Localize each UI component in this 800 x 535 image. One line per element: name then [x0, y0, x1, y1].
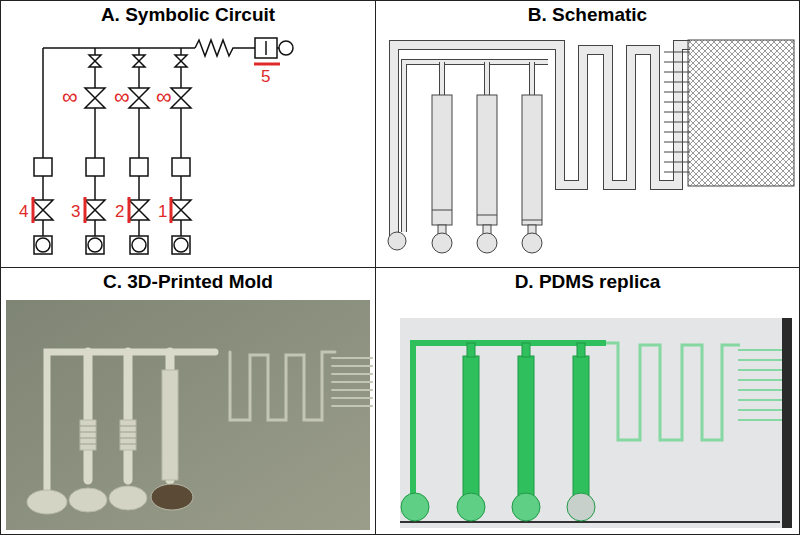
circuit-symbol: [171, 200, 191, 210]
circuit-symbol: [89, 61, 101, 67]
circuit-symbol: [174, 238, 188, 252]
circuit-symbol: [85, 98, 105, 108]
callout-number: 2: [115, 203, 124, 220]
circuit-symbol: [86, 236, 104, 254]
callout-number: ∞: [156, 86, 172, 108]
circuit-symbol: [130, 158, 148, 176]
circuit-symbol: [129, 200, 149, 210]
callout-number: 3: [71, 203, 80, 220]
circuit-symbol: [129, 88, 149, 98]
circuit-symbol: [33, 200, 53, 210]
circuit-symbol: [175, 61, 187, 67]
callout-number: ∞: [62, 86, 78, 108]
panel-title: D. PDMS replica: [376, 268, 799, 293]
figure-panel: A. Symbolic Circuit: [0, 0, 376, 268]
circuit-symbol: [172, 236, 190, 254]
figure-panel: C. 3D-Printed Mold: [0, 267, 376, 535]
callout-number: 5: [261, 68, 270, 85]
circuit-symbol: [129, 98, 149, 108]
circuit-symbol: [172, 158, 190, 176]
circuit-symbol: [34, 236, 52, 254]
circuit-symbol: [133, 61, 145, 67]
circuit-symbol: [85, 210, 105, 220]
circuit-symbol: [34, 158, 52, 176]
circuit-symbol: [85, 200, 105, 210]
circuit-symbol: [171, 88, 191, 98]
panel-title: B. Schematic: [376, 1, 799, 26]
circuit-symbol: [33, 210, 53, 220]
callout-number: ∞: [114, 86, 130, 108]
circuit-symbol: [86, 158, 104, 176]
callout-number: 4: [19, 203, 28, 220]
circuit-symbol: [130, 236, 148, 254]
circuit-symbol: [171, 98, 191, 108]
circuit-symbol: [88, 238, 102, 252]
circuit-symbol: [171, 210, 191, 220]
circuit-symbol: [36, 238, 50, 252]
circuit-symbol: [85, 88, 105, 98]
circuit-symbol: [132, 238, 146, 252]
panel-title: A. Symbolic Circuit: [1, 1, 375, 26]
figure-panel: D. PDMS replica: [375, 267, 800, 535]
panel-title: C. 3D-Printed Mold: [1, 268, 375, 293]
figure-panel: B. Schematic: [375, 0, 800, 268]
circuit-symbol: [129, 210, 149, 220]
callout-number: 1: [158, 203, 167, 220]
